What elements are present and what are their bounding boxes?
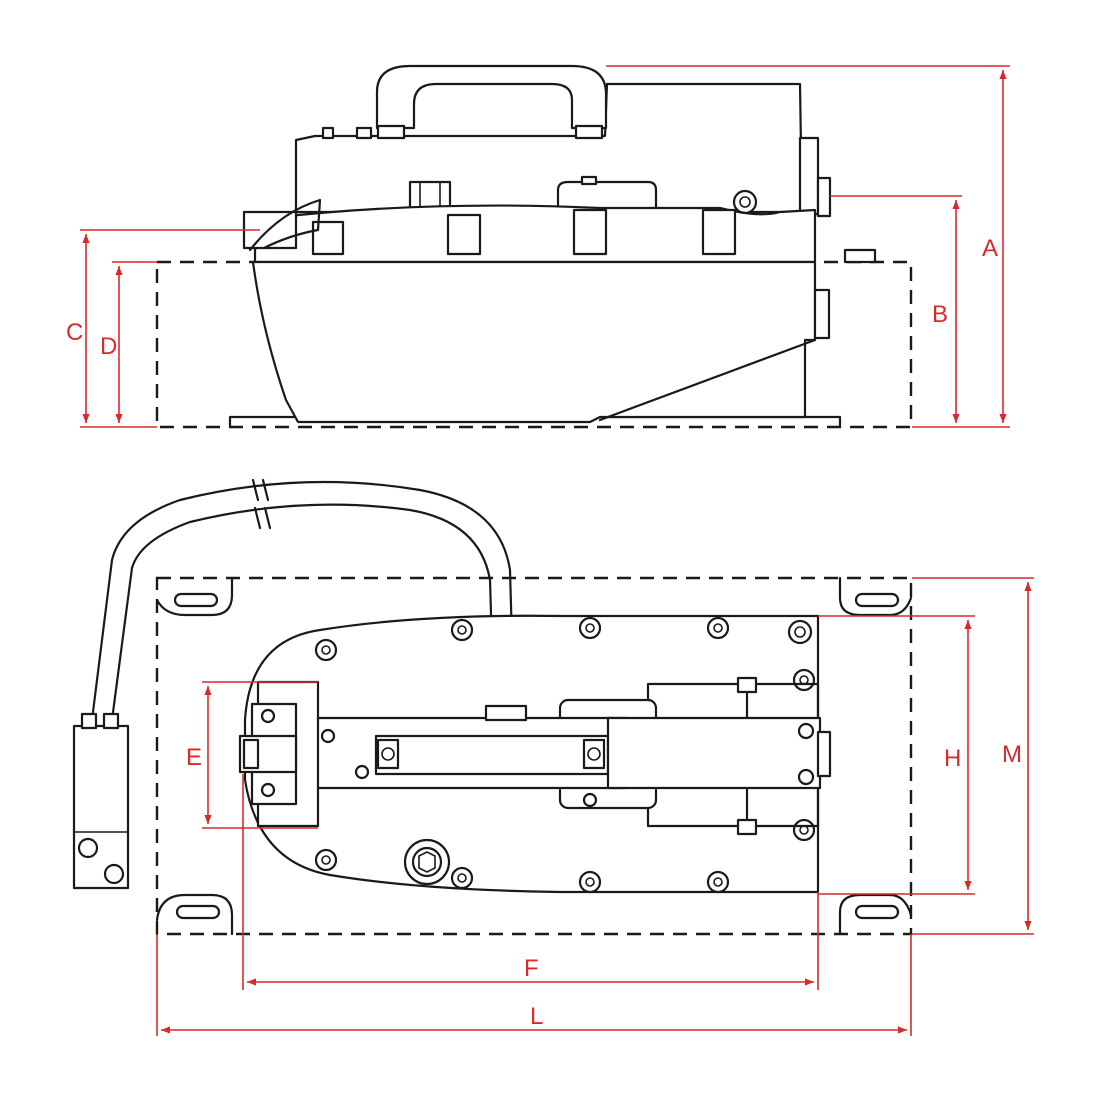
dim-label-h: H	[944, 745, 961, 772]
fill-cap	[732, 189, 758, 215]
dim-label-d: D	[100, 333, 117, 360]
dim-label-l: L	[530, 1003, 543, 1030]
dim-label-c: C	[66, 319, 83, 346]
dim-label-a: A	[982, 235, 998, 262]
side-right-block	[798, 136, 820, 216]
side-tab	[843, 248, 877, 264]
dim-label-f: F	[524, 955, 539, 982]
top-view	[72, 478, 913, 936]
hose	[90, 480, 516, 722]
dim-label-b: B	[932, 301, 948, 328]
top-base-outline	[155, 576, 913, 936]
side-right-knob	[816, 176, 832, 218]
reservoir-tank	[251, 260, 817, 424]
pump-housing	[294, 82, 804, 214]
dimensions: A B C D E F H M L	[66, 65, 1034, 1036]
top-knob-2	[355, 126, 373, 140]
dim-label-e: E	[186, 744, 202, 771]
side-view	[155, 64, 913, 429]
gauge-cap	[580, 175, 598, 186]
carry-handle	[375, 64, 608, 130]
side-port	[813, 288, 831, 340]
pendant-remote	[72, 724, 130, 890]
top-knob-1	[321, 126, 335, 140]
reservoir-rim	[253, 204, 817, 264]
mounting-slots	[155, 576, 913, 936]
motor-cylinder	[606, 716, 822, 790]
gauge-bump	[556, 180, 658, 214]
handle-foot-left	[376, 124, 406, 140]
handle-foot-right	[574, 124, 604, 140]
dim-label-m: M	[1002, 741, 1022, 768]
